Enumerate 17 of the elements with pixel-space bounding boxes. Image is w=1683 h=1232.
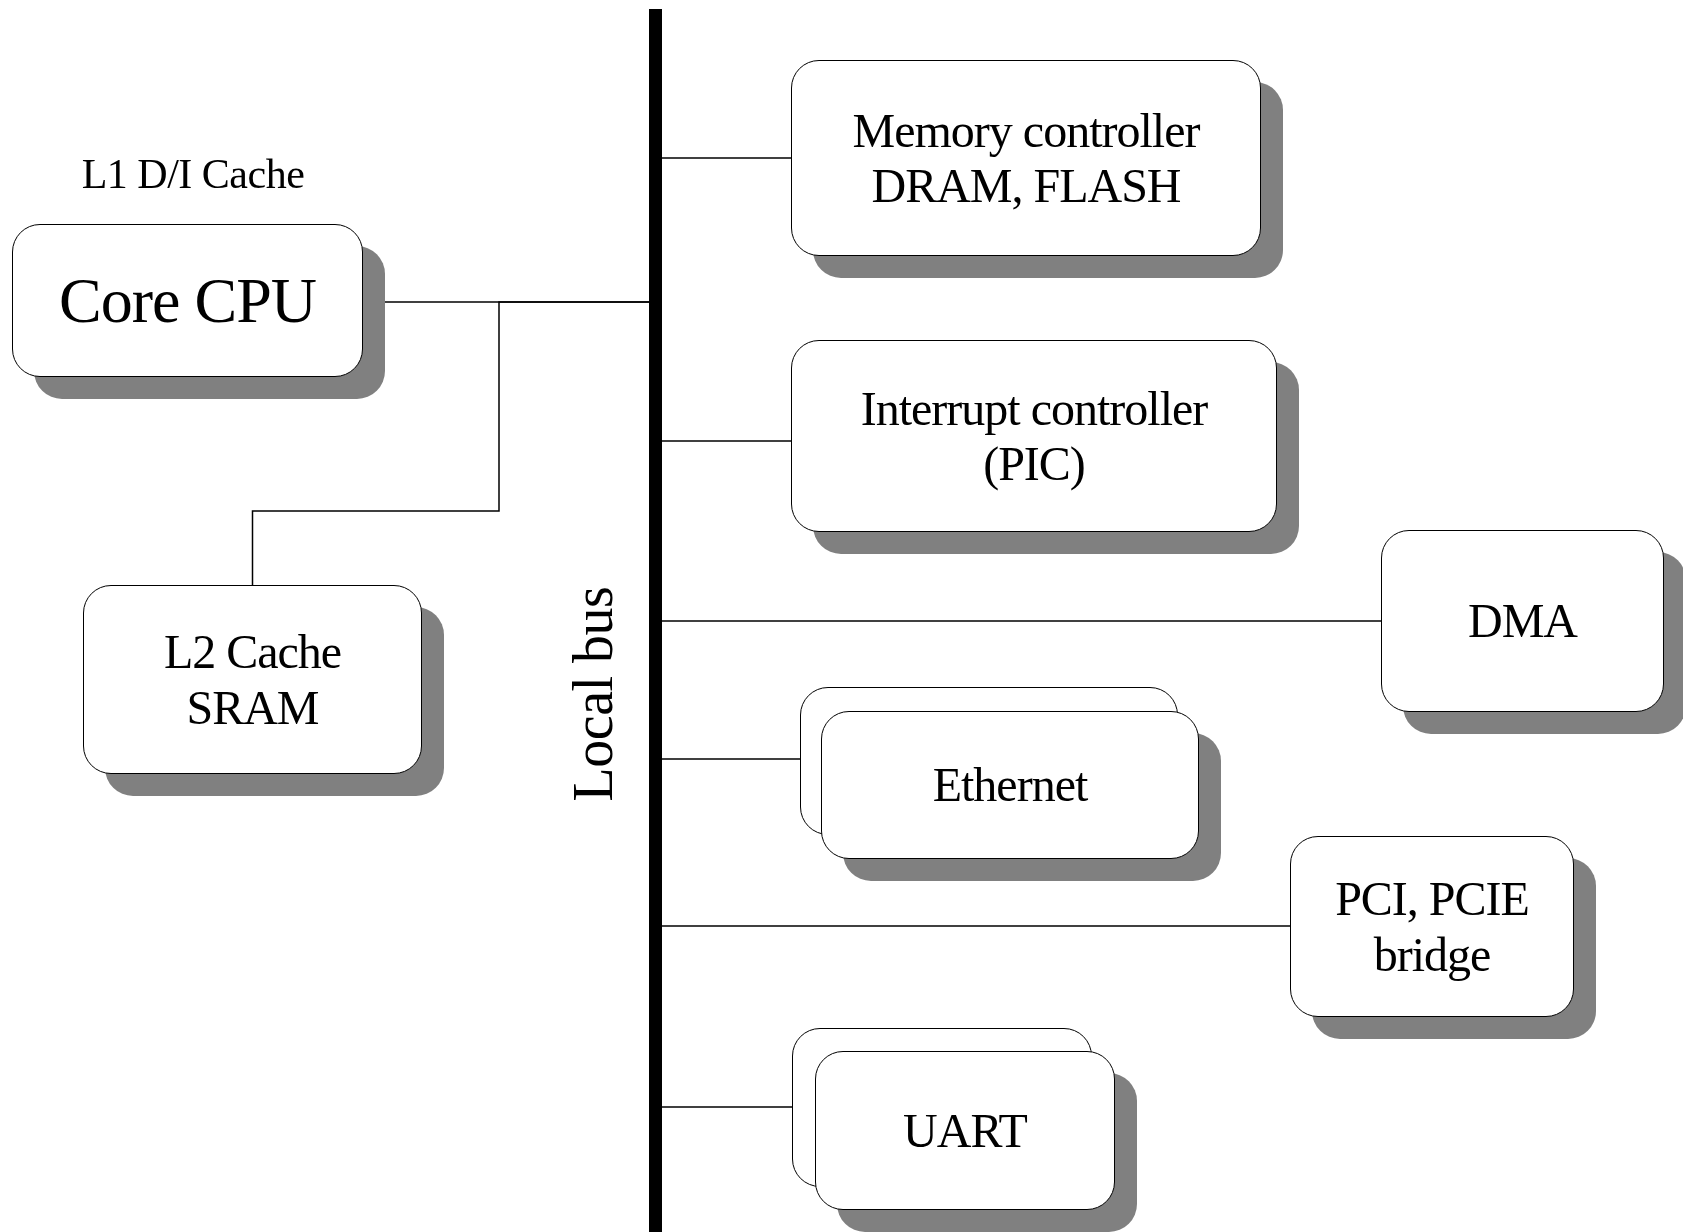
box-label: Interrupt controller (PIC) xyxy=(859,380,1209,492)
connector-line xyxy=(661,1106,793,1108)
box-label: PCI, PCIE bridge xyxy=(1334,871,1530,982)
connector-line xyxy=(251,301,650,586)
box-label: DMA xyxy=(1468,593,1577,649)
connector-line xyxy=(661,758,801,760)
cache-label: L1 D/I Cache xyxy=(81,150,305,198)
connector-line xyxy=(661,440,792,442)
connector-line xyxy=(661,925,1291,927)
connector-line xyxy=(661,620,1382,622)
box-label: UART xyxy=(903,1102,1027,1159)
box-label: Ethernet xyxy=(932,757,1088,813)
box-label: Core CPU xyxy=(59,263,316,338)
bus-label: Local bus xyxy=(561,586,625,802)
box-label: Memory controller DRAM, FLASH xyxy=(851,102,1201,214)
connector-line xyxy=(661,157,792,159)
box-label: L2 Cache SRAM xyxy=(162,624,343,735)
